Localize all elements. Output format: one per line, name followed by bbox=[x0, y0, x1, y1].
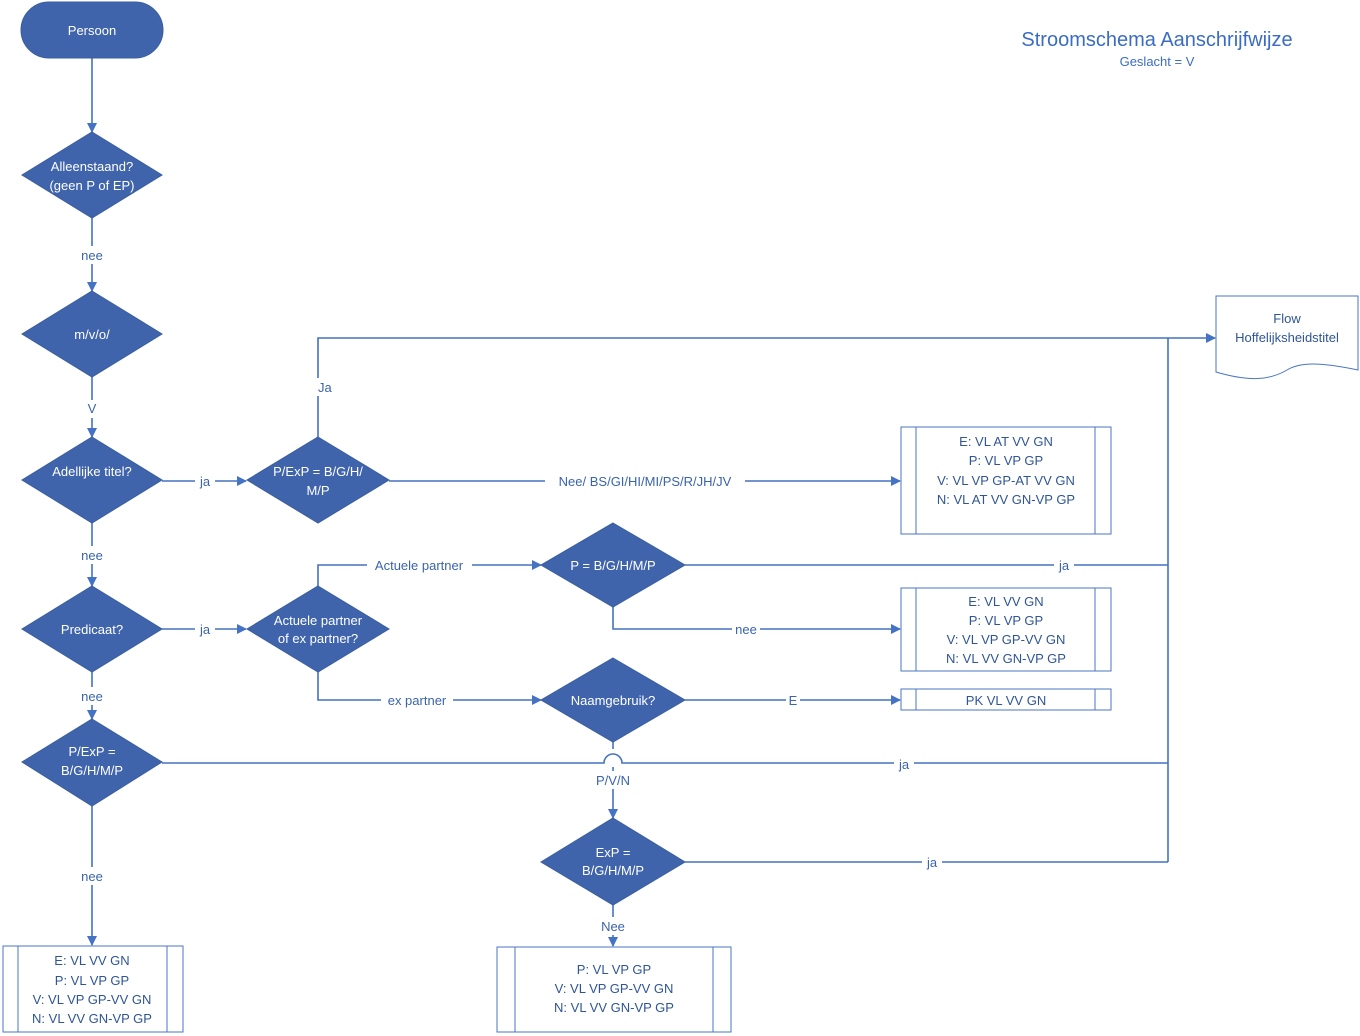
decision-exp-line2: B/G/H/M/P bbox=[582, 863, 644, 878]
result-bottom-left-line2: P: VL VP GP bbox=[55, 973, 129, 988]
decision-pexp-bottom[interactable]: P/ExP = B/G/H/M/P bbox=[21, 718, 163, 807]
result-adel-line2: P: VL VP GP bbox=[969, 453, 1043, 468]
result-bottom-mid-line2: V: VL VP GP-VV GN bbox=[555, 981, 674, 996]
edge-labels: nee V ja nee Ja Nee/ BS/GI/HI/MI/PS/R/JH… bbox=[78, 246, 1074, 935]
label-pexp-bottom-ja: ja bbox=[898, 757, 910, 772]
result-bottom-mid-line3: N: VL VV GN-VP GP bbox=[554, 1000, 674, 1015]
label-mvo-v: V bbox=[88, 401, 97, 416]
decision-p-bghmp[interactable]: P = B/G/H/M/P bbox=[540, 522, 686, 608]
label-exp-ja: ja bbox=[926, 855, 938, 870]
decision-alleenstaand-line2: (geen P of EP) bbox=[49, 178, 134, 193]
result-predicaat-nee-line2: P: VL VP GP bbox=[969, 613, 1043, 628]
result-bottom-left-line1: E: VL VV GN bbox=[54, 953, 129, 968]
start-node-label: Persoon bbox=[68, 23, 116, 38]
decision-alleenstaand[interactable]: Alleenstaand? (geen P of EP) bbox=[21, 131, 163, 219]
label-actuele-partner: Actuele partner bbox=[375, 558, 464, 573]
decision-adellijk[interactable]: Adellijke titel? bbox=[21, 436, 163, 524]
result-naamgebruik-e-line1: PK VL VV GN bbox=[966, 693, 1046, 708]
label-predicaat-ja: ja bbox=[199, 622, 211, 637]
decision-pexp-adel-line1: P/ExP = B/G/H/ bbox=[273, 464, 363, 479]
result-bottom-mid-line1: P: VL VP GP bbox=[577, 962, 651, 977]
label-pexp-nee: Nee/ BS/GI/HI/MI/PS/R/JH/JV bbox=[559, 474, 732, 489]
label-exp-nee: Nee bbox=[601, 919, 625, 934]
label-adellijk-nee: nee bbox=[81, 548, 103, 563]
decision-predicaat[interactable]: Predicaat? bbox=[21, 585, 163, 673]
decision-pexp-adel-line2: M/P bbox=[306, 483, 329, 498]
result-predicaat-nee-line3: V: VL VP GP-VV GN bbox=[947, 632, 1066, 647]
decision-exp-line1: ExP = bbox=[596, 845, 631, 860]
label-pexp-bottom-nee: nee bbox=[81, 869, 103, 884]
result-box-bottom-mid: P: VL VP GP V: VL VP GP-VV GN N: VL VV G… bbox=[496, 946, 732, 1033]
decision-naamgebruik[interactable]: Naamgebruik? bbox=[540, 657, 686, 743]
result-predicaat-nee-line4: N: VL VV GN-VP GP bbox=[946, 651, 1066, 666]
label-p-nee: nee bbox=[735, 622, 757, 637]
label-naamgebruik-pvn: P/V/N bbox=[596, 773, 630, 788]
decision-actuele-of-ex-line2: of ex partner? bbox=[278, 631, 358, 646]
result-box-bottom-left: E: VL VV GN P: VL VP GP V: VL VP GP-VV G… bbox=[2, 945, 184, 1033]
label-p-ja: ja bbox=[1058, 558, 1070, 573]
edge-p-nee-result bbox=[612, 607, 901, 634]
flow-doc-line1: Flow bbox=[1273, 311, 1301, 326]
result-adel-line1: E: VL AT VV GN bbox=[959, 434, 1053, 449]
result-box-adel: E: VL AT VV GN P: VL VP GP V: VL VP GP-A… bbox=[900, 426, 1112, 535]
flow-doc-line2: Hoffelijksheidstitel bbox=[1235, 330, 1339, 345]
decision-alleenstaand-line1: Alleenstaand? bbox=[51, 159, 133, 174]
decision-pexp-adel[interactable]: P/ExP = B/G/H/ M/P bbox=[246, 436, 390, 524]
result-predicaat-nee-line1: E: VL VV GN bbox=[968, 594, 1043, 609]
result-bottom-left-line4: N: VL VV GN-VP GP bbox=[32, 1011, 152, 1026]
decision-mvo-label: m/v/o/ bbox=[74, 327, 110, 342]
start-node[interactable]: Persoon bbox=[20, 1, 164, 59]
result-adel-line4: N: VL AT VV GN-VP GP bbox=[937, 492, 1075, 507]
label-naamgebruik-e: E bbox=[789, 693, 798, 708]
decision-adellijk-label: Adellijke titel? bbox=[52, 464, 132, 479]
decision-actuele-of-ex[interactable]: Actuele partner of ex partner? bbox=[246, 585, 390, 673]
label-predicaat-nee: nee bbox=[81, 689, 103, 704]
decision-pexp-bottom-line1: P/ExP = bbox=[68, 744, 115, 759]
label-alleenstaand-nee: nee bbox=[81, 248, 103, 263]
result-box-naamgebruik-e: PK VL VV GN bbox=[900, 688, 1112, 711]
result-box-predicaat-nee: E: VL VV GN P: VL VP GP V: VL VP GP-VV G… bbox=[900, 587, 1112, 672]
decision-exp[interactable]: ExP = B/G/H/M/P bbox=[540, 817, 686, 906]
diagram-title: Stroomschema Aanschrijfwijze bbox=[1021, 29, 1292, 51]
label-adellijk-ja: ja bbox=[199, 474, 211, 489]
label-pexp-ja: Ja bbox=[318, 380, 333, 395]
decision-p-bghmp-label: P = B/G/H/M/P bbox=[570, 558, 655, 573]
flow-hoffelijksheidstitel-document[interactable]: Flow Hoffelijksheidstitel bbox=[1215, 295, 1359, 380]
edge-actuele-naamgebruik bbox=[317, 672, 542, 705]
decision-actuele-of-ex-line1: Actuele partner bbox=[274, 613, 363, 628]
result-adel-line3: V: VL VP GP-AT VV GN bbox=[937, 473, 1075, 488]
decision-predicaat-label: Predicaat? bbox=[61, 622, 123, 637]
edge-pexp-flow bbox=[317, 333, 1216, 437]
decision-naamgebruik-label: Naamgebruik? bbox=[571, 693, 656, 708]
decision-pexp-bottom-line2: B/G/H/M/P bbox=[61, 763, 123, 778]
edge-pexp-bottom-ja bbox=[162, 753, 1168, 764]
decision-mvo[interactable]: m/v/o/ bbox=[21, 290, 163, 378]
diagram-subtitle: Geslacht = V bbox=[1120, 54, 1195, 69]
label-ex-partner: ex partner bbox=[388, 693, 447, 708]
result-bottom-left-line3: V: VL VP GP-VV GN bbox=[33, 992, 152, 1007]
